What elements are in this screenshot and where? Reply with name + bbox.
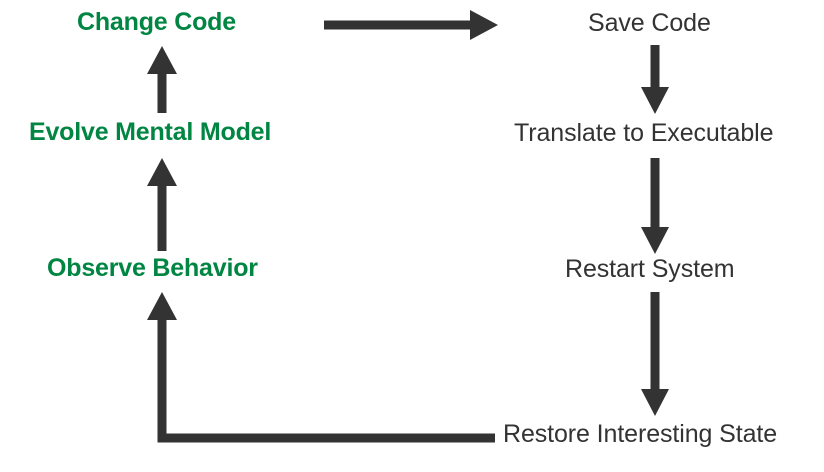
arrow-save-code-to-translate bbox=[641, 45, 669, 114]
node-restore-interesting-state: Restore Interesting State bbox=[503, 420, 778, 448]
node-translate-to-executable: Translate to Executable bbox=[514, 119, 774, 147]
node-observe-behavior: Observe Behavior bbox=[47, 254, 258, 282]
node-evolve-mental-model: Evolve Mental Model bbox=[29, 118, 272, 146]
arrow-restart-to-restore bbox=[641, 292, 669, 416]
arrow-evolve-to-change-code bbox=[147, 46, 177, 113]
arrow-restore-to-observe bbox=[147, 292, 495, 443]
arrow-translate-to-restart bbox=[641, 158, 669, 254]
arrow-observe-to-evolve bbox=[147, 158, 177, 251]
node-change-code: Change Code bbox=[77, 8, 236, 36]
node-restart-system: Restart System bbox=[565, 255, 735, 283]
arrow-change-code-to-save-code bbox=[324, 10, 498, 40]
node-save-code: Save Code bbox=[588, 9, 711, 37]
